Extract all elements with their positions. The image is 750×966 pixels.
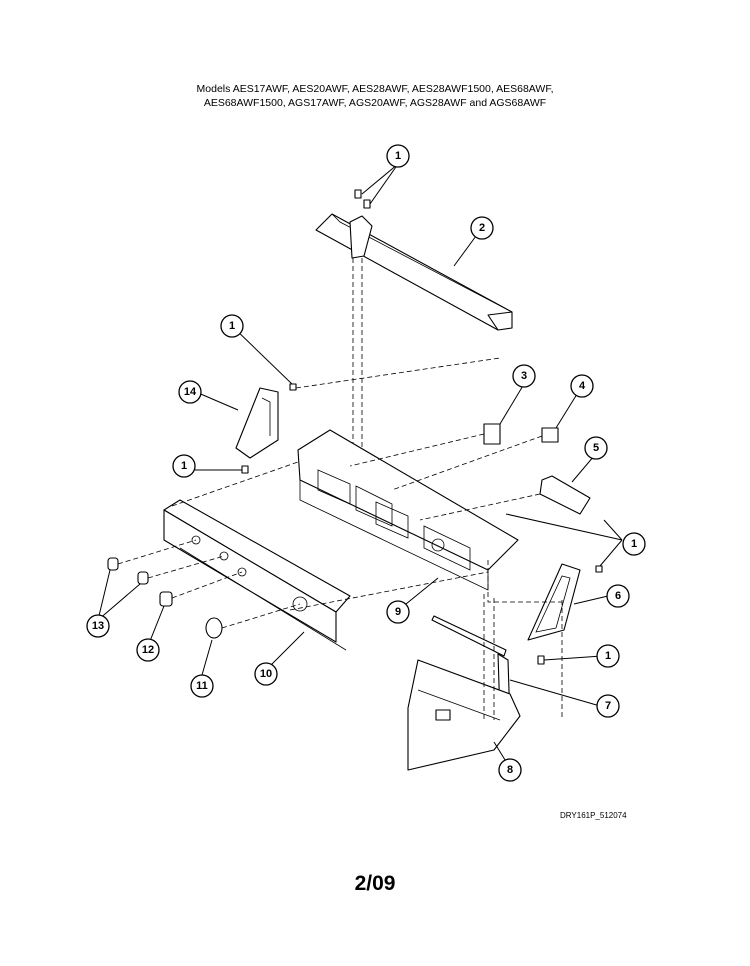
callout-1-upper-left: 1: [220, 314, 244, 338]
knob-13b: [137, 571, 149, 585]
timer-5-part: [539, 475, 591, 515]
svg-text:1: 1: [229, 320, 235, 332]
callout-1-right: 1: [622, 532, 646, 556]
callout-6: 6: [606, 584, 630, 608]
callout-12: 12: [136, 638, 160, 662]
callout-3: 3: [512, 364, 536, 388]
callout-13: 13: [86, 614, 110, 638]
svg-text:12: 12: [142, 644, 154, 656]
switch-3-part: [483, 423, 501, 445]
screw-top: [354, 189, 371, 209]
svg-text:1: 1: [181, 460, 187, 472]
svg-text:10: 10: [260, 668, 272, 680]
callout-8: 8: [498, 758, 522, 782]
callout-1-left: 1: [172, 454, 196, 478]
cabinet-top-part: [407, 659, 521, 771]
svg-text:5: 5: [593, 442, 599, 454]
switch-4-part: [541, 427, 559, 443]
models-title-line-1: Models AES17AWF, AES20AWF, AES28AWF, AES…: [196, 83, 554, 95]
callout-1-top: 1: [386, 144, 410, 168]
callout-1-lower-right: 1: [596, 644, 620, 668]
callout-4: 4: [570, 374, 594, 398]
page-label: 2/09: [354, 872, 396, 895]
callout-10: 10: [254, 662, 278, 686]
callout-7: 7: [596, 694, 620, 718]
svg-text:1: 1: [605, 650, 611, 662]
top-trim-part: [315, 213, 513, 331]
knob-13a: [107, 557, 119, 571]
svg-text:8: 8: [507, 764, 513, 776]
callout-11: 11: [190, 674, 214, 698]
svg-text:3: 3: [521, 370, 527, 382]
callout-5: 5: [584, 436, 608, 460]
callout-14: 14: [178, 380, 202, 404]
callout-2: 2: [470, 216, 494, 240]
screw-6-bottom: [537, 655, 545, 665]
svg-text:6: 6: [615, 590, 621, 602]
svg-text:9: 9: [395, 606, 401, 618]
screw-14-bottom: [241, 465, 249, 474]
knob-12: [159, 591, 173, 607]
left-end-cap-part: [235, 387, 279, 459]
svg-text:1: 1: [395, 150, 401, 162]
svg-text:1: 1: [631, 538, 637, 550]
svg-text:11: 11: [196, 680, 208, 692]
svg-text:7: 7: [605, 700, 611, 712]
svg-text:13: 13: [92, 620, 104, 632]
svg-text:4: 4: [579, 380, 586, 392]
knob-11: [205, 617, 223, 639]
control-console-part: [297, 429, 519, 591]
diagram-code: DRY161P_512074: [560, 811, 627, 820]
screw-14: [289, 383, 297, 391]
screw-6: [595, 565, 603, 573]
front-control-panel-part: [163, 499, 351, 651]
models-title-line-2: AES68AWF1500, AGS17AWF, AGS20AWF, AGS28A…: [203, 97, 547, 109]
svg-text:2: 2: [479, 222, 485, 234]
svg-text:14: 14: [184, 386, 197, 398]
callout-9: 9: [386, 600, 410, 624]
